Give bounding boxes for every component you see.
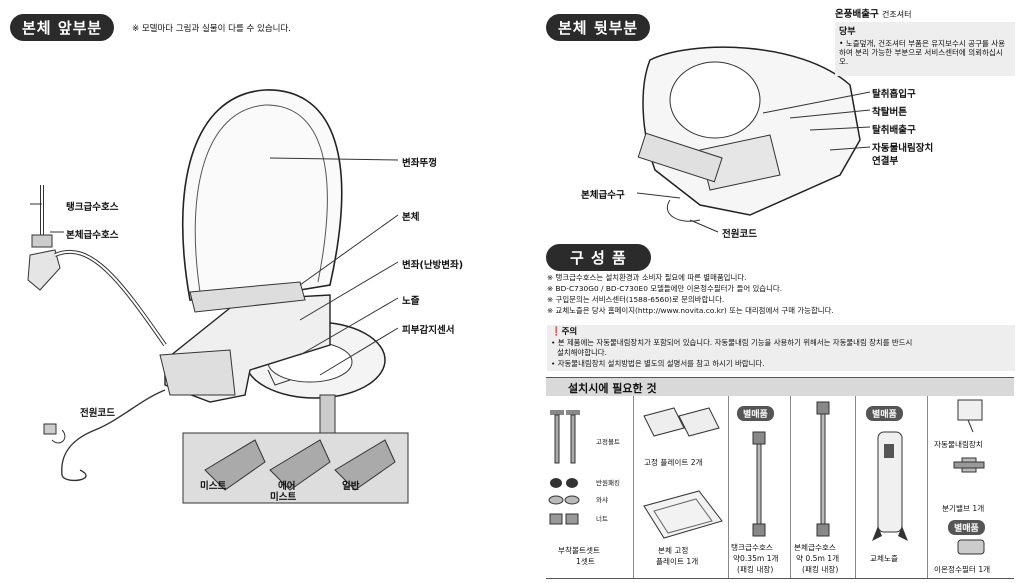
caption-filter: 이온정수필터 1개 (934, 565, 991, 574)
caution-title: 주의 (561, 327, 578, 337)
sold-separately-badge: 별매품 (737, 406, 774, 421)
label-sensor: 피부감지센서 (402, 325, 455, 336)
front-note: ※ 모델마다 그림과 실물이 다를 수 있습니다. (132, 24, 291, 34)
toilet-lid (181, 89, 343, 301)
part-auto-flush: 자동물내림장치 분기밸브 1개 별매품 이온정수필터 1개 (928, 396, 1014, 578)
label-body-hose: 본체급수호스 (66, 230, 119, 241)
request-text: • 노즐덮개, 건조셔터 부품은 유지보수시 공구를 사용하여 분리 가능한 부… (839, 39, 1006, 66)
request-title: 당부 (839, 27, 856, 37)
caption-fix-plate: 고정 플레이트 2개 (644, 458, 703, 467)
label-deodor-out: 탈취배출구 (872, 125, 916, 136)
caution-line: 설치해야합니다. (557, 348, 607, 357)
caption-washer: 와샤 (596, 496, 608, 504)
request-box: 당부 • 노즐덮개, 건조셔터 부품은 유지보수시 공구를 사용하여 분리 가능… (835, 22, 1015, 76)
label-power-cord: 전원코드 (80, 408, 115, 419)
components-notes: ※ 탱크급수호스는 설치환경과 소비자 필요에 따른 별매품입니다. ※ BD-… (547, 272, 1017, 316)
front-section-title: 본체 앞부분 (10, 14, 115, 41)
caption-body-hose-3: (패킹 내장) (802, 565, 839, 574)
label-seat: 변좌(난방변좌) (402, 260, 464, 271)
caption-nut: 너트 (596, 515, 608, 523)
back-section-title: 본체 뒷부분 (546, 14, 651, 41)
parts-grid: 고정볼트 반원패킹 와샤 너트 부착볼트셋트 1셋트 고정 플레이트 2개 본체… (546, 396, 1014, 579)
caption-bolt-set-1: 부착볼트셋트 (558, 546, 600, 555)
note-line: ※ 탱크급수호스는 설치환경과 소비자 필요에 따른 별매품입니다. (547, 273, 747, 282)
caption-body-hose-1: 본체급수호스 (794, 543, 836, 552)
part-body-hose: 본체급수호스 약 0.5m 1개 (패킹 내장) (791, 396, 856, 578)
caption-branch-valve: 분기밸브 1개 (942, 504, 985, 513)
toilet-back-view (642, 46, 861, 216)
caption-tank-hose-2: 약0.35m 1개 (733, 554, 779, 563)
caption-body-hose-2: 약 0.5m 1개 (796, 554, 840, 563)
required-items-title: 설치시에 필요한 것 (568, 382, 657, 395)
label-body: 본체 (402, 212, 420, 223)
sold-separately-badge: 별매품 (866, 406, 903, 421)
part-tank-hose: 별매품 탱크급수호스 약0.35m 1개 (패킹 내장) (729, 396, 791, 578)
warm-air-text: 온풍배출구 (835, 9, 879, 20)
required-items-header: 설치시에 필요한 것 (546, 377, 1014, 396)
label-normal: 일반 (342, 481, 360, 492)
label-warm-air: 온풍배출구 건조셔터 (835, 6, 911, 20)
caption-auto-flush: 자동물내림장치 (934, 440, 983, 449)
part-nozzle: 별매품 교체노즐 (856, 396, 928, 578)
caution-box: ❗주의 • 본 제품에는 자동물내림장치가 포함되어 있습니다. 자동물내림 기… (547, 325, 1015, 371)
caption-body-plate-2: 플레이트 1개 (656, 557, 699, 566)
label-back-power-cord: 전원코드 (722, 229, 757, 240)
label-tank-hose: 탱크급수호스 (66, 202, 119, 213)
caption-fix-bolt: 고정볼트 (596, 438, 620, 446)
label-air-mist-2: 미스트 (270, 492, 297, 503)
label-deodor-in: 탈취흡입구 (872, 89, 916, 100)
label-mist: 미스트 (200, 481, 227, 492)
warm-air-sub: 건조셔터 (882, 10, 912, 19)
part-plates: 고정 플레이트 2개 본체 고정 플레이트 1개 (634, 396, 729, 578)
label-water-inlet: 본체급수구 (581, 190, 625, 201)
label-nozzle: 노즐 (402, 296, 420, 307)
caption-tank-hose-3: (패킹 내장) (737, 565, 774, 574)
caption-nozzle: 교체노즐 (870, 554, 898, 563)
sold-separately-badge: 별매품 (948, 520, 985, 535)
caption-tank-hose-1: 탱크급수호스 (731, 543, 773, 552)
note-line: ※ 구입문의는 서비스센터(1588-6560)로 문의바랍니다. (547, 295, 725, 304)
caution-icon: ❗ (551, 327, 562, 337)
label-lid: 변좌뚜껑 (402, 158, 437, 169)
label-auto-flush-1: 자동물내림장치 (872, 143, 934, 154)
caption-body-plate-1: 본체 고정 (658, 546, 689, 555)
caution-line: • 본 제품에는 자동물내림장치가 포함되어 있습니다. 자동물내림 기능을 사… (551, 337, 913, 347)
caution-line: • 자동물내림장치 설치방법은 별도의 설명서를 참고 하시기 바랍니다. (551, 358, 765, 368)
caption-bolt-set-2: 1셋트 (576, 557, 595, 566)
label-release-button: 착탈버튼 (872, 107, 907, 118)
label-auto-flush-2: 연결부 (872, 156, 899, 167)
part-bolt-set: 고정볼트 반원패킹 와샤 너트 부착볼트셋트 1셋트 (546, 396, 634, 578)
caption-half-packing: 반원패킹 (596, 479, 620, 487)
note-line: ※ BD-C730G0 / BD-C730E0 모델들에만 이온정수필터가 들어… (547, 284, 783, 293)
label-air-mist-1: 에어 (278, 481, 296, 492)
note-line: ※ 교체노즐은 당사 홈페이지(http://www.novita.co.kr)… (547, 306, 834, 315)
components-title: 구 성 품 (546, 244, 651, 271)
